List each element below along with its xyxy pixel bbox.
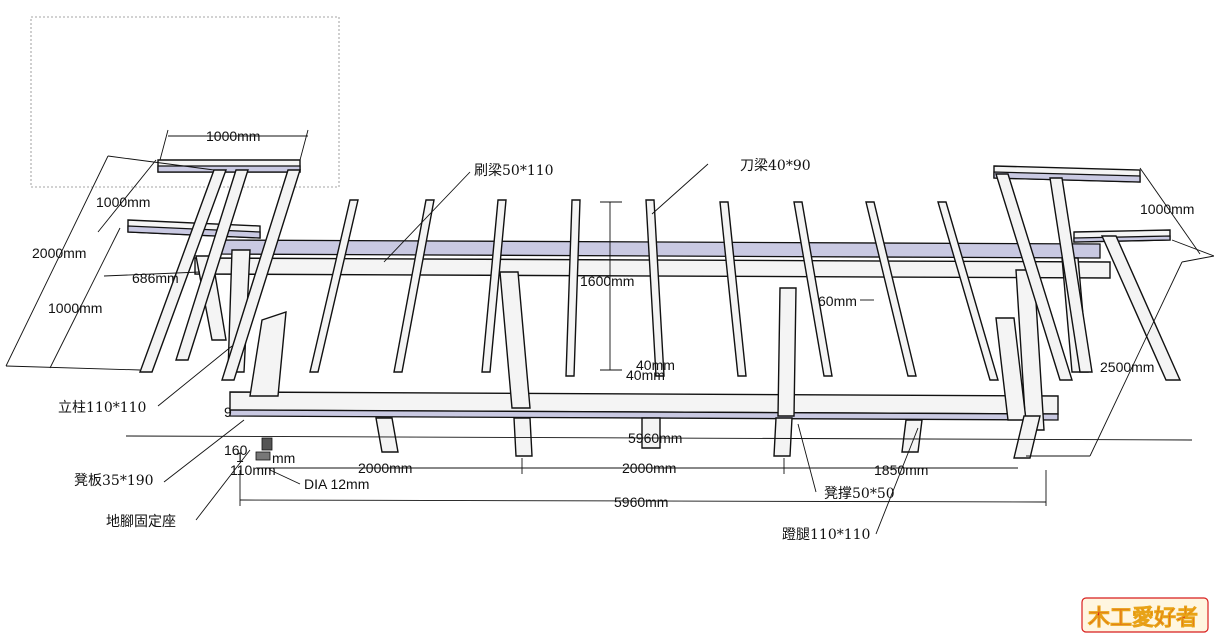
woodworker-logo: 木工愛好者	[1081, 597, 1209, 633]
left-diag-2	[175, 169, 249, 361]
dim-span-3: 1850mm	[874, 462, 928, 478]
blade-1	[309, 199, 359, 373]
blade-4	[565, 199, 581, 377]
dim-top-depth: 1000mm	[96, 194, 150, 210]
dim-left-small-mm: mm	[272, 450, 295, 466]
blade-6	[719, 201, 747, 377]
right-diag-3	[1100, 235, 1182, 381]
blade-3	[481, 199, 507, 373]
blade-beams	[309, 199, 999, 381]
dim-left-small-160: 160	[224, 442, 248, 458]
leg-4	[773, 417, 793, 457]
dim-right-depth: 2500mm	[1100, 359, 1154, 375]
dim-bolt: DIA 12mm	[304, 476, 369, 492]
selection-box	[30, 16, 340, 188]
leg-5	[901, 419, 923, 453]
left-arm-top-face	[157, 165, 301, 173]
foot-base-hardware	[255, 437, 273, 461]
label-brush-beam: 刷梁50*110	[474, 163, 554, 179]
label-bench-board: 凳板35*190	[74, 473, 154, 489]
dim-left-lower: 1000mm	[48, 300, 102, 316]
dim-total-upper: 5960mm	[628, 430, 682, 446]
dim-left-small-9: 9	[224, 404, 232, 420]
right-arm-low-face	[1073, 235, 1171, 243]
dimension-lines	[5, 129, 1214, 535]
center-post	[499, 271, 531, 409]
label-blade-beam: 刀梁40*90	[740, 158, 811, 174]
dim-left-offset: 686mm	[132, 270, 179, 286]
leg-1	[375, 417, 399, 453]
blade-8	[865, 201, 917, 377]
dim-blade-gap-a: 40mm	[636, 357, 675, 373]
frame	[127, 159, 1182, 459]
right-diag-2	[1049, 177, 1093, 373]
dim-right-spacing: 60mm	[818, 293, 857, 309]
leg-2	[513, 417, 533, 457]
label-foot-base: 地腳固定座	[106, 514, 176, 530]
dim-left-height: 2000mm	[32, 245, 86, 261]
blade-9	[937, 201, 999, 381]
dim-total-lower: 5960mm	[614, 494, 668, 510]
dim-blade-gap-b: 40mm	[626, 367, 665, 383]
dim-center-height: 1600mm	[580, 273, 634, 289]
right-arm-top-face	[993, 171, 1141, 183]
label-post: 立柱110*110	[58, 400, 146, 416]
blade-5	[645, 199, 665, 377]
dim-left-small-110: 110mm	[230, 462, 276, 478]
dim-left-small-1: 1	[236, 449, 244, 465]
logo-text: 木工愛好者	[1087, 605, 1198, 631]
dim-span-1: 2000mm	[358, 460, 412, 476]
blade-2	[393, 199, 435, 373]
dim-span-2: 2000mm	[622, 460, 676, 476]
dim-right-arm: 1000mm	[1140, 201, 1194, 217]
label-bench-brace: 凳撑50*50	[824, 486, 895, 502]
dim-top-width: 1000mm	[206, 128, 260, 144]
blade-7	[793, 201, 833, 377]
right-leg-a	[1013, 415, 1041, 459]
left-brace	[249, 310, 287, 397]
label-bench-leg: 蹬腿110*110	[782, 527, 870, 543]
left-diag-3	[221, 169, 301, 381]
right-diag-1	[995, 173, 1073, 381]
left-diag-1	[138, 169, 228, 373]
right-post-mid	[777, 287, 797, 417]
